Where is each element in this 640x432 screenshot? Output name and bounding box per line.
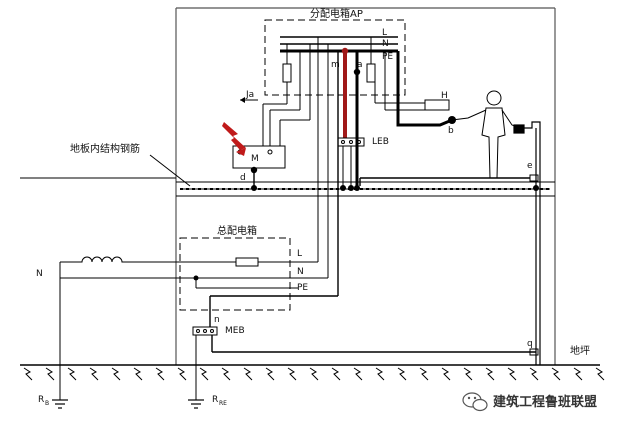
faucet-icon bbox=[513, 121, 541, 365]
ap-box-title: 分配电箱AP bbox=[310, 7, 363, 20]
ground-hatch-mark bbox=[23, 367, 33, 381]
ground-hatch-mark bbox=[133, 367, 143, 381]
lightning-arrow-icon bbox=[222, 122, 246, 156]
label-M: M bbox=[251, 154, 259, 164]
label-RB-sub: B bbox=[45, 400, 49, 407]
ground-hatch-mark bbox=[551, 367, 561, 381]
fuse-ap-1 bbox=[282, 63, 292, 83]
floor-slab bbox=[20, 177, 555, 197]
ground-hatch-mark bbox=[243, 367, 253, 381]
watermark-text: 建筑工程鲁班联盟 bbox=[493, 394, 597, 410]
label-e: e bbox=[527, 161, 533, 171]
label-Ja: Ja bbox=[245, 90, 254, 100]
ground-hatch-mark bbox=[485, 367, 495, 381]
ground-hatch-mark bbox=[463, 367, 473, 381]
label-H: H bbox=[441, 91, 448, 101]
ground-hatch-mark bbox=[507, 367, 517, 381]
ap-distribution-box bbox=[264, 19, 406, 96]
label-L-main: L bbox=[297, 249, 302, 259]
ground-hatch-mark bbox=[89, 367, 99, 381]
ground-level bbox=[20, 364, 605, 381]
ground-hatch-mark bbox=[397, 367, 407, 381]
ground-hatch-mark bbox=[573, 367, 583, 381]
ground-hatch-mark bbox=[45, 367, 55, 381]
label-PE-top: PE bbox=[382, 52, 393, 62]
label-N-left: N bbox=[36, 269, 43, 279]
ground-hatch-mark bbox=[441, 367, 451, 381]
ground-hatch-mark bbox=[419, 367, 429, 381]
ground-hatch-mark bbox=[375, 367, 385, 381]
ground-hatch-mark bbox=[155, 367, 165, 381]
ground-hatch-mark bbox=[353, 367, 363, 381]
motor-equipment bbox=[232, 145, 286, 169]
ground-hatch-mark bbox=[309, 367, 319, 381]
meb-terminal bbox=[192, 326, 218, 336]
ground-hatch-mark bbox=[67, 367, 77, 381]
rebar-connection-nodes bbox=[251, 185, 539, 191]
ground-hatch-mark bbox=[331, 367, 341, 381]
ground-hatch-mark bbox=[221, 367, 231, 381]
label-n: n bbox=[214, 315, 220, 325]
wechat-logo-icon bbox=[462, 392, 488, 412]
ground-hatch-mark bbox=[595, 367, 605, 381]
ground-symbol-RRE bbox=[188, 399, 204, 409]
label-PE-main: PE bbox=[297, 283, 308, 293]
ground-hatch-mark bbox=[529, 367, 539, 381]
fuse-ap-2 bbox=[366, 63, 376, 83]
label-q: q bbox=[527, 339, 533, 349]
label-RRE-sub: RE bbox=[219, 400, 227, 407]
label-b: b bbox=[448, 126, 454, 136]
label-d: d bbox=[240, 173, 246, 183]
inductor-coil bbox=[60, 256, 180, 263]
label-RB: R bbox=[38, 395, 44, 405]
main-box-title: 总配电箱 bbox=[217, 224, 257, 237]
ground-symbol-RB bbox=[52, 399, 68, 409]
label-N-top: N bbox=[382, 39, 389, 49]
ground-hatch-mark bbox=[199, 367, 209, 381]
watermark: 建筑工程鲁班联盟 bbox=[462, 392, 597, 412]
building-frame bbox=[175, 7, 556, 365]
ground-hatch-mark bbox=[111, 367, 121, 381]
fuse-main bbox=[235, 257, 259, 267]
ground-hatch-mark bbox=[265, 367, 275, 381]
ground-hatch-mark bbox=[287, 367, 297, 381]
rebar-label: 地板内结构钢筋 bbox=[70, 142, 140, 155]
ground-hatch-mark bbox=[177, 367, 187, 381]
label-L-top: L bbox=[382, 28, 387, 38]
appliance-H bbox=[424, 99, 450, 111]
label-m: m bbox=[331, 60, 340, 70]
ja-arrow-icon bbox=[240, 97, 245, 103]
label-RRE: R bbox=[212, 395, 218, 405]
label-MEB: MEB bbox=[225, 326, 245, 336]
floor-label: 地坪 bbox=[570, 344, 590, 357]
label-LEB: LEB bbox=[372, 137, 389, 147]
label-a: a bbox=[357, 60, 363, 70]
label-N-main: N bbox=[297, 267, 304, 277]
main-distribution-box bbox=[179, 237, 291, 311]
person-icon bbox=[451, 90, 521, 179]
